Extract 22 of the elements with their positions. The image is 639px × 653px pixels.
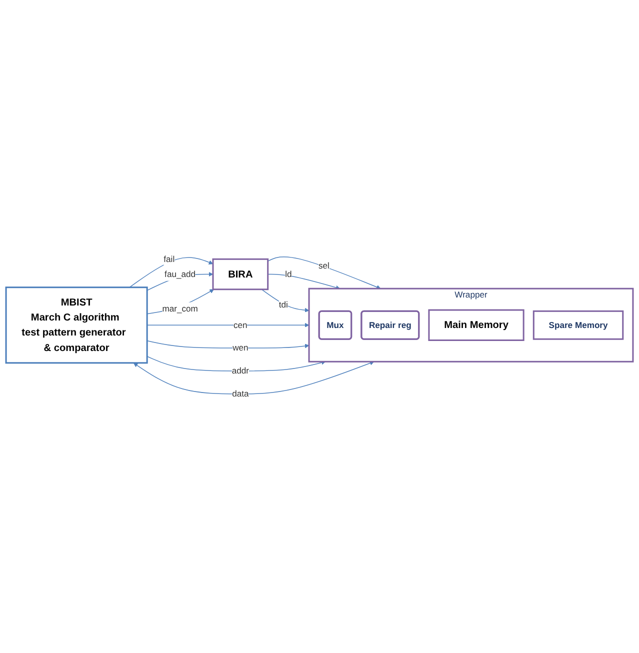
node-box: BIRA xyxy=(212,258,269,290)
edge-label: mar_com xyxy=(162,304,198,314)
arrow xyxy=(261,288,310,312)
edge-label: sel xyxy=(318,260,330,270)
node-box: Spare Memory xyxy=(532,310,624,340)
arrow xyxy=(146,356,326,372)
arrow xyxy=(267,256,381,290)
node-box: MBIST March C algorithm test pattern generator & comparator xyxy=(5,286,148,364)
arrow xyxy=(146,322,310,328)
edge-label: tdi xyxy=(278,300,288,310)
edge-label: ld xyxy=(285,269,292,279)
arrow xyxy=(146,340,310,348)
edge-label: data xyxy=(232,388,249,399)
node-box: Main Memory xyxy=(428,309,524,341)
edge-label: addr xyxy=(232,366,249,376)
arrow xyxy=(129,257,214,288)
arrow xyxy=(267,274,340,290)
edge-label: fau_add xyxy=(164,269,196,279)
edge-label: wen xyxy=(232,343,248,353)
edge-label: cen xyxy=(234,320,248,330)
edge-label: fail xyxy=(164,254,175,264)
arrow xyxy=(133,360,374,394)
